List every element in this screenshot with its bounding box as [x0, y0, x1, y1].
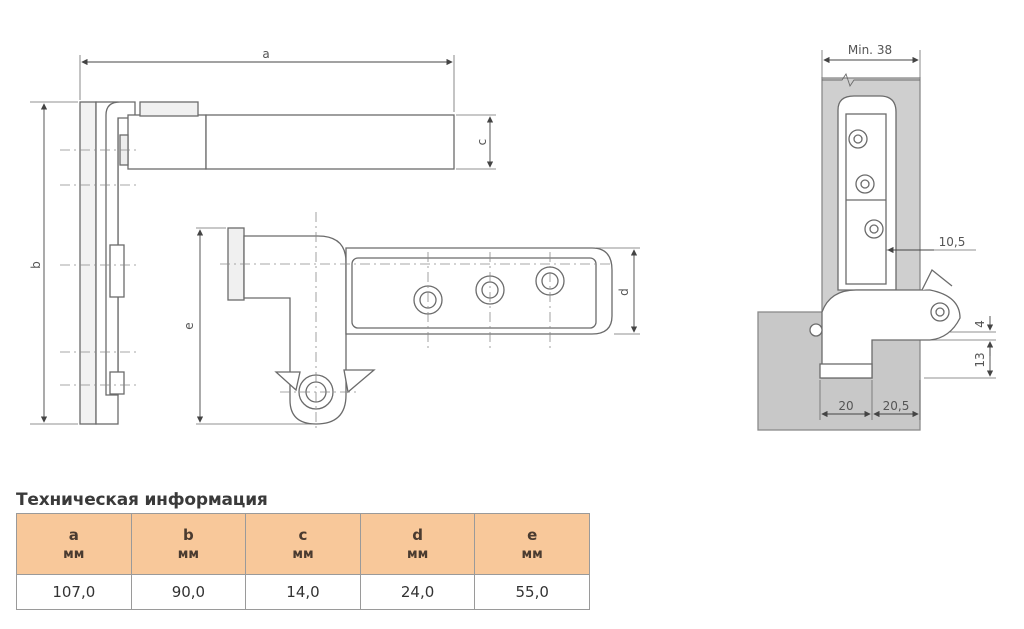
- column-header-a: a мм: [16, 513, 132, 575]
- spec-table-header-row: a мм b мм c мм d мм e мм: [16, 513, 590, 575]
- column-unit: мм: [63, 547, 85, 562]
- column-symbol: a: [68, 526, 79, 544]
- column-header-b: b мм: [130, 513, 247, 575]
- dim-label-4: 4: [973, 320, 987, 328]
- column-header-c: c мм: [245, 513, 361, 575]
- dim-label-min38: Min. 38: [848, 43, 892, 57]
- hinge-top-view: [196, 212, 640, 430]
- dim-label-e: e: [182, 322, 196, 329]
- dim-label-a: a: [262, 47, 269, 61]
- table-cell-c: 14,0: [245, 574, 361, 610]
- column-symbol: b: [183, 526, 194, 544]
- spec-table: a мм b мм c мм d мм e мм 107,0 90,0 14,0 24,0…: [16, 513, 590, 610]
- column-unit: мм: [177, 547, 200, 562]
- table-cell-b: 90,0: [130, 574, 247, 610]
- dim-label-c: c: [475, 139, 489, 146]
- dim-label-13: 13: [973, 352, 987, 367]
- dim-label-b: b: [29, 261, 43, 269]
- column-header-d: d мм: [359, 513, 476, 575]
- table-cell-d: 24,0: [359, 574, 476, 610]
- table-row: 107,0 90,0 14,0 24,0 55,0: [16, 574, 590, 610]
- dim-label-20: 20: [838, 399, 853, 413]
- section-title: Техническая информация: [16, 490, 268, 510]
- table-cell-e: 55,0: [474, 574, 590, 610]
- column-unit: мм: [292, 547, 314, 562]
- column-unit: мм: [406, 547, 429, 562]
- column-symbol: d: [412, 526, 423, 544]
- dim-label-10-5: 10,5: [939, 235, 966, 249]
- column-header-e: e мм: [474, 513, 590, 575]
- hinge-side-view: [30, 55, 496, 425]
- dim-label-d: d: [617, 288, 631, 296]
- dim-label-20-5: 20,5: [883, 399, 910, 413]
- column-symbol: c: [298, 526, 308, 544]
- column-unit: мм: [521, 547, 543, 562]
- technical-drawing: a b c: [29, 43, 996, 431]
- installation-view: [757, 50, 996, 431]
- table-cell-a: 107,0: [16, 574, 132, 610]
- column-symbol: e: [527, 526, 538, 544]
